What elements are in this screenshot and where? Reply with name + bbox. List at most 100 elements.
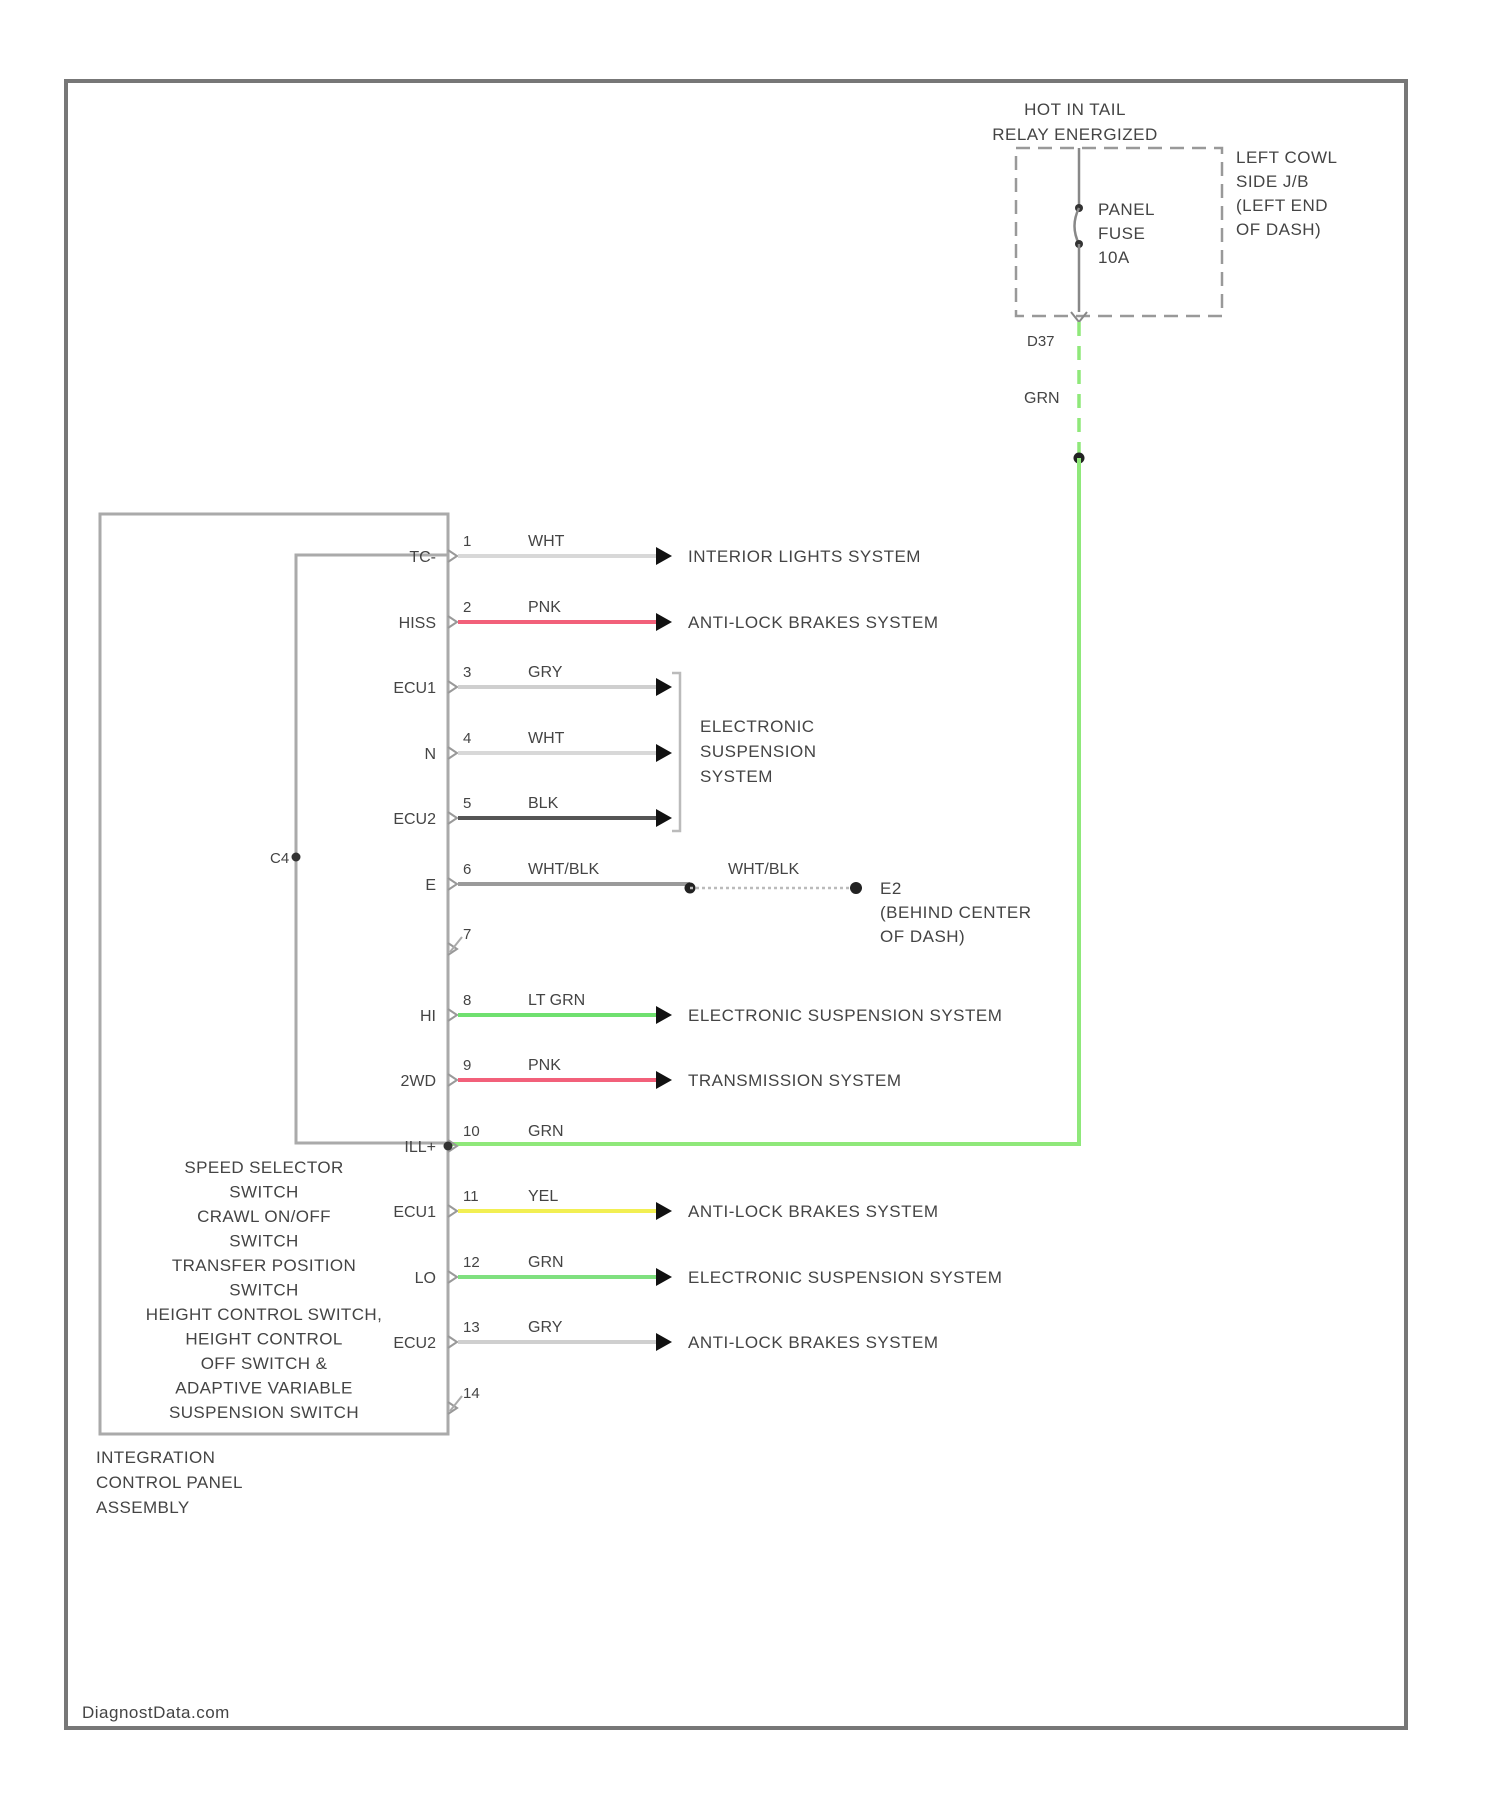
wire-color: WHT: [528, 730, 565, 747]
suspension-group-bracket: [672, 673, 680, 831]
pin-number: 9: [463, 1057, 471, 1074]
diagram-frame: [66, 81, 1406, 1728]
hot-label: HOT IN TAIL RELAY ENERGIZED: [992, 100, 1158, 144]
pin-row-6: E 6 WHT/BLK: [425, 861, 690, 894]
fuse-icon: [1075, 208, 1080, 244]
pin-number: 8: [463, 992, 471, 1009]
svg-text:RELAY ENERGIZED: RELAY ENERGIZED: [992, 125, 1158, 144]
wire-color: GRN: [528, 1254, 564, 1271]
arrow-icon: [656, 547, 672, 565]
wire-color: YEL: [528, 1188, 558, 1205]
component-connector-id: C4: [270, 850, 289, 867]
system-label: ELECTRONIC SUSPENSION SYSTEM: [688, 1006, 1002, 1025]
pin-number: 7: [463, 926, 471, 943]
pin-number: 10: [463, 1123, 480, 1140]
wire-color: GRN: [528, 1123, 564, 1140]
pin-row-13: ECU2 13 GRY ANTI-LOCK BRAKES SYSTEM: [393, 1319, 938, 1352]
svg-text:(LEFT END: (LEFT END: [1236, 196, 1328, 215]
wire-color: PNK: [528, 1057, 561, 1074]
svg-text:FUSE: FUSE: [1098, 224, 1145, 243]
fuse-label: PANEL FUSE 10A: [1098, 200, 1155, 267]
pin-code: E: [425, 877, 436, 894]
pin-row-12: LO12GRNELECTRONIC SUSPENSION SYSTEM: [415, 1254, 1003, 1287]
arrow-icon: [656, 1333, 672, 1351]
system-label: ELECTRONIC SUSPENSION SYSTEM: [688, 1268, 1002, 1287]
svg-text:10A: 10A: [1098, 248, 1130, 267]
switch-assembly-label-line: ADAPTIVE VARIABLE: [175, 1379, 353, 1398]
system-label: ANTI-LOCK BRAKES SYSTEM: [688, 1333, 939, 1352]
switch-assembly-label-line: SWITCH: [229, 1281, 298, 1300]
pin-code: N: [424, 746, 436, 763]
suspension-group-label: ELECTRONIC SUSPENSION SYSTEM: [700, 717, 816, 786]
system-label: TRANSMISSION SYSTEM: [688, 1071, 902, 1090]
pin-row-5: ECU25BLK: [393, 795, 672, 828]
wire-color: PNK: [528, 599, 561, 616]
arrow-icon: [656, 1006, 672, 1024]
switch-assembly-label-line: TRANSFER POSITION: [172, 1256, 356, 1275]
junction-block-location: LEFT COWL SIDE J/B (LEFT END OF DASH): [1236, 148, 1337, 239]
pin-number: 11: [463, 1188, 479, 1205]
pin-number: 14: [463, 1385, 480, 1402]
integration-control-panel-label-line: CONTROL PANEL: [96, 1473, 243, 1492]
svg-text:SIDE J/B: SIDE J/B: [1236, 172, 1309, 191]
pin-code: TC-: [409, 549, 436, 566]
svg-text:PANEL: PANEL: [1098, 200, 1155, 219]
switch-assembly-label: SPEED SELECTOR SWITCH CRAWL ON/OFF SWITCH TR…: [146, 1158, 382, 1422]
svg-text:E2: E2: [880, 879, 902, 898]
integration-control-panel-label: INTEGRATION CONTROL PANEL ASSEMBLY: [96, 1448, 243, 1517]
pin-code: HI: [420, 1008, 436, 1025]
pin-number: 13: [463, 1319, 480, 1336]
system-label: ANTI-LOCK BRAKES SYSTEM: [688, 613, 939, 632]
switch-assembly-label-line: CRAWL ON/OFF: [197, 1207, 331, 1226]
arrow-icon: [656, 613, 672, 631]
arrow-icon: [656, 1268, 672, 1286]
pin-code: ECU2: [393, 1335, 436, 1352]
switch-assembly-outline: [296, 555, 448, 1143]
ground-wire-color: WHT/BLK: [728, 861, 799, 878]
arrow-icon: [656, 678, 672, 696]
feed-wire-color: GRN: [1024, 390, 1060, 407]
wire-color: WHT/BLK: [528, 861, 599, 878]
wire-color: GRY: [528, 1319, 563, 1336]
switch-assembly-label-line: SPEED SELECTOR: [184, 1158, 343, 1177]
pin-code: ECU1: [393, 680, 436, 697]
arrow-icon: [656, 744, 672, 762]
switch-assembly-label-line: SWITCH: [229, 1183, 298, 1202]
wire-color: BLK: [528, 795, 559, 812]
svg-text:SUSPENSION: SUSPENSION: [700, 742, 816, 761]
svg-text:LEFT COWL: LEFT COWL: [1236, 148, 1337, 167]
pin-row-7: 7: [448, 926, 471, 955]
arrow-icon: [656, 1071, 672, 1089]
svg-text:ELECTRONIC: ELECTRONIC: [700, 717, 815, 736]
watermark: DiagnostData.com: [82, 1703, 230, 1722]
ground-point-icon: [850, 882, 862, 894]
pin-splice-dot: [444, 1142, 453, 1151]
jb-connector-id: D37: [1027, 333, 1055, 350]
arrow-icon: [656, 1202, 672, 1220]
svg-text:SYSTEM: SYSTEM: [700, 767, 773, 786]
pin-row-14: 14: [448, 1385, 480, 1414]
pin-number: 5: [463, 795, 471, 812]
arrow-icon: [656, 809, 672, 827]
pin-number: 6: [463, 861, 471, 878]
integration-control-panel-label-line: INTEGRATION: [96, 1448, 215, 1467]
switch-assembly-label-line: SWITCH: [229, 1232, 298, 1251]
component-connector-dot: [292, 853, 301, 862]
switch-assembly-label-line: SUSPENSION SWITCH: [169, 1403, 359, 1422]
system-label: ANTI-LOCK BRAKES SYSTEM: [688, 1202, 939, 1221]
pin-row-4: N 4 WHT: [424, 730, 672, 763]
integration-control-panel-label-line: ASSEMBLY: [96, 1498, 190, 1517]
pin-code: HISS: [399, 615, 436, 632]
svg-text:(BEHIND CENTER: (BEHIND CENTER: [880, 903, 1032, 922]
pin-number: 12: [463, 1254, 480, 1271]
pin-number: 2: [463, 599, 471, 616]
pin-number: 4: [463, 730, 471, 747]
wire-color: GRY: [528, 664, 563, 681]
